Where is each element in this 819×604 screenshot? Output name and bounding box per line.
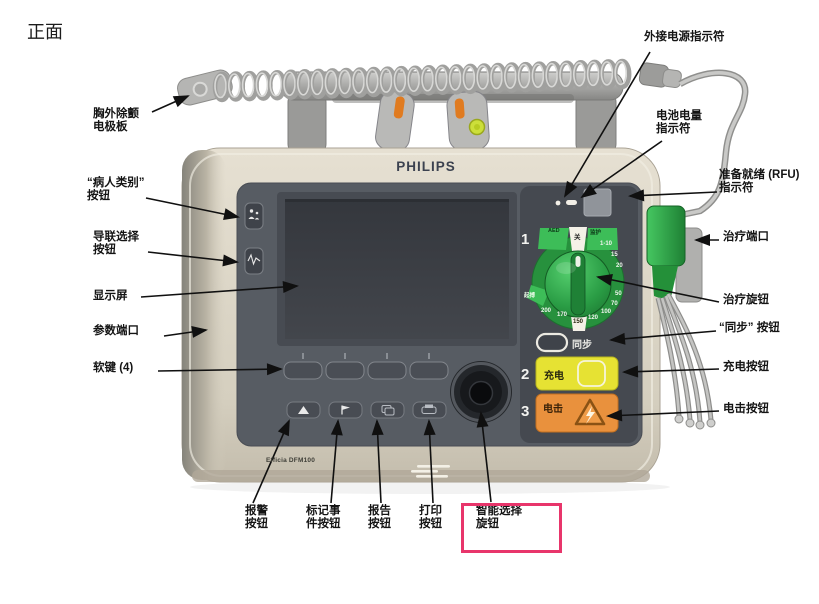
sync-button-label: 同步 (572, 340, 592, 351)
shock-step-number: 3 (521, 403, 530, 420)
sync-button (535, 332, 569, 353)
arrow-softkeys (157, 363, 283, 376)
callout-ext-power: 外接电源指示符 (644, 31, 725, 43)
callout-lead-select: 导联选择 按钮 (93, 231, 139, 256)
knob-off-label: 关 (574, 234, 581, 241)
lead-select-button (244, 247, 264, 275)
cable-connector (638, 62, 682, 89)
charge-step-number: 2 (521, 366, 530, 383)
therapy-port (646, 205, 703, 303)
arrow-therapy-knob (596, 273, 720, 303)
arrow-battery (580, 140, 663, 199)
function-buttons (286, 401, 447, 419)
knob-energy-120: 120 (588, 315, 599, 321)
softkey-2 (325, 361, 365, 380)
callout-battery: 电池电量 指示符 (656, 110, 702, 135)
print-button (412, 401, 447, 419)
therapy-knob (527, 227, 625, 331)
callout-arrows (140, 51, 720, 504)
knob-step-number: 1 (521, 231, 530, 248)
callout-display: 显示屏 (93, 290, 128, 302)
arrow-sync (609, 330, 717, 345)
callout-sync: “同步” 按钮 (719, 322, 780, 334)
callout-therapy-port: 治疗端口 (723, 231, 769, 243)
arrow-shock (606, 409, 720, 422)
arrow-display (140, 280, 299, 298)
flag-icon (341, 405, 350, 415)
paddle-button-orange (393, 96, 405, 119)
mark-event-button (328, 401, 363, 419)
arrow-charge (622, 365, 720, 378)
lead-select-icon (247, 253, 261, 266)
arrow-report (371, 419, 384, 504)
softkey-3 (367, 361, 407, 380)
arrow-mark-event (330, 419, 343, 504)
softkey-1 (283, 361, 323, 380)
softkey-4 (409, 361, 449, 380)
arrow-lead-select (147, 251, 239, 267)
callout-smart-select: 智能选择 旋钮 (476, 505, 522, 530)
callout-rfu: 准备就绪 (RFU) 指示符 (719, 169, 800, 194)
hanging-leads (655, 292, 716, 430)
battery-indicator (566, 200, 577, 205)
paddle-button-orange (454, 98, 465, 119)
display-screen (277, 192, 517, 346)
callout-softkeys: 软键 (4) (93, 362, 134, 374)
arrow-patient-category (145, 197, 240, 221)
stored-paddle-handles (375, 90, 490, 152)
callout-mark-event: 标记事 件按钮 (306, 505, 341, 530)
smart-select-knob (450, 361, 512, 423)
brand-logo: PHILIPS (396, 159, 456, 174)
callout-report: 报告 按钮 (368, 505, 391, 530)
arrow-rfu (628, 189, 718, 202)
knob-energy-100: 100 (601, 309, 612, 315)
knob-aed-label: AED (548, 228, 560, 234)
arrow-smart-select (476, 411, 492, 503)
charge-button-label: 充电 (544, 371, 564, 382)
softkeys (283, 353, 449, 380)
knob-pacer-label: 起搏 (524, 293, 536, 299)
knob-energy-50: 50 (615, 291, 622, 297)
callout-parameter-port: 参数端口 (93, 325, 139, 337)
callout-alarm: 报警 按钮 (245, 505, 268, 530)
knob-energy-150: 150 (573, 319, 584, 325)
callout-patient-category: “病人类别” 按钮 (87, 177, 145, 202)
knob-energy-70: 70 (611, 301, 618, 307)
knob-energy-15: 15 (611, 252, 618, 258)
patient-category-icon (248, 209, 260, 220)
callout-paddles: 胸外除颤 电极板 (93, 108, 139, 133)
knob-energy-200: 200 (541, 308, 552, 314)
arrow-parameter-port (163, 326, 208, 338)
callout-shock: 电击按钮 (723, 403, 769, 415)
knob-energy-20: 20 (616, 263, 623, 269)
highlight-box (461, 503, 562, 553)
arrow-print (423, 419, 436, 504)
arrow-alarm (252, 419, 290, 504)
patient-category-button (244, 202, 264, 230)
callout-charge: 充电按钮 (723, 361, 769, 373)
ext-power-indicator (555, 200, 561, 206)
device-shadow (190, 480, 670, 494)
knob-energy-170: 170 (557, 312, 568, 318)
model-label: Efficia DFM100 (266, 457, 316, 464)
shock-button (535, 393, 619, 433)
knob-monitor-label: 监护 (590, 230, 602, 236)
callout-therapy-knob: 治疗旋钮 (723, 294, 769, 306)
report-icon (381, 405, 395, 416)
alarm-icon (298, 406, 309, 414)
therapy-cable (675, 69, 749, 220)
figure-title: 正面 (27, 22, 63, 42)
arrow-ext-power (563, 51, 651, 198)
arrow-paddles (151, 95, 190, 113)
knob-energy-1-10: 1-10 (600, 241, 613, 247)
shock-button-label: 电击 (543, 404, 563, 415)
charge-button (535, 356, 619, 391)
callout-print: 打印 按钮 (419, 505, 442, 530)
printer-icon (421, 404, 437, 414)
